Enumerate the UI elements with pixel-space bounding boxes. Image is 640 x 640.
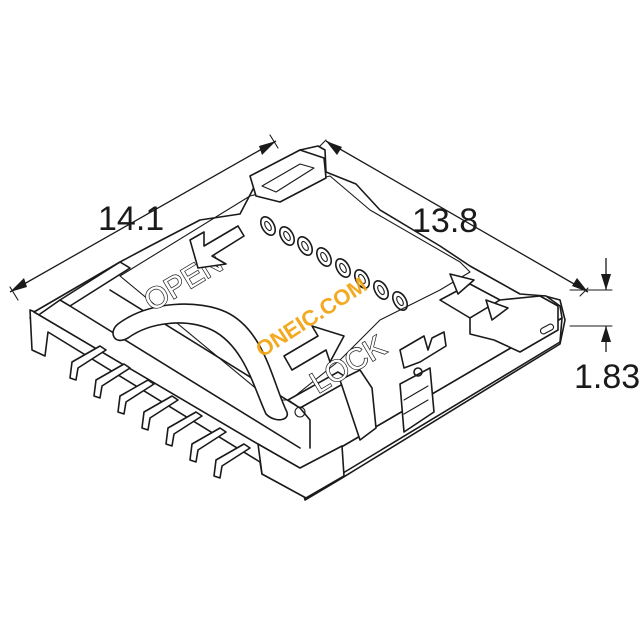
arrow-down-left-icon — [189, 225, 245, 269]
triangle-right-icon-2 — [485, 299, 509, 321]
dimension-height-label: 1.83 — [574, 358, 640, 396]
triangle-right-icon — [449, 273, 475, 295]
contact-windows — [259, 216, 409, 311]
arrow-up-right-icon — [283, 325, 345, 371]
lock-dot-icon — [413, 367, 423, 377]
dimension-width-label: 13.8 — [412, 202, 478, 240]
dimension-length — [9, 134, 279, 301]
lock-indicator-icon — [399, 331, 447, 369]
dimension-height — [569, 258, 613, 352]
solder-leads — [69, 345, 251, 479]
dimension-length-label: 14.1 — [98, 200, 164, 238]
